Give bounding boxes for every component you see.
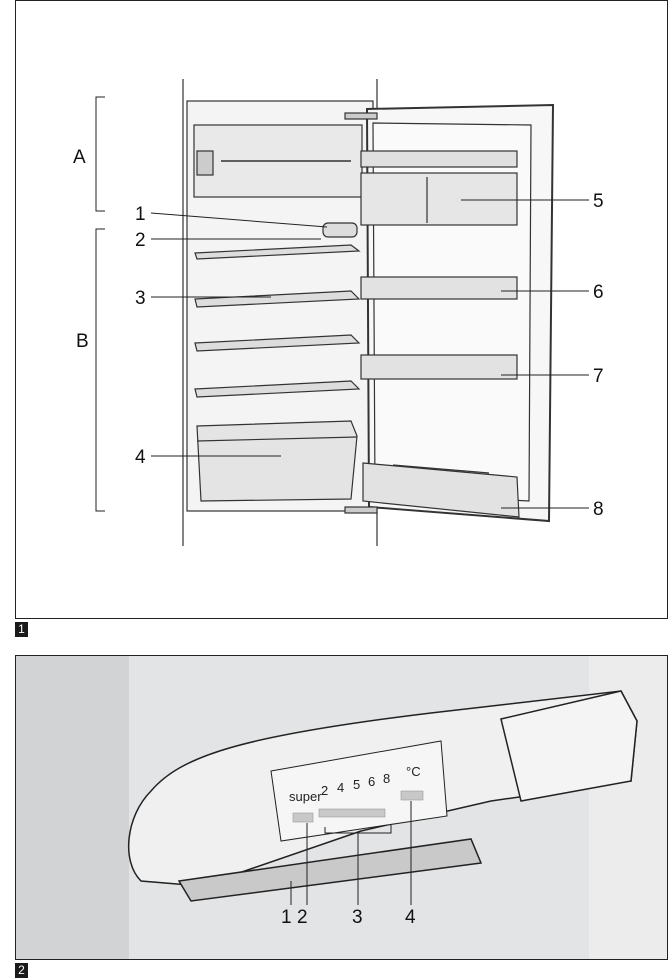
callout-3: 3 (135, 288, 146, 309)
callout-1: 1 (135, 204, 146, 225)
callout-2: 2 (135, 230, 146, 251)
section-label-a: A (73, 147, 86, 168)
figure-1-fridge-interior: A B 1 2 3 4 5 6 7 8 (15, 0, 668, 619)
callout-4: 4 (405, 907, 416, 928)
figure-number-2: 2 (15, 963, 28, 978)
super-label: super (289, 789, 322, 804)
section-label-b: B (76, 331, 89, 352)
temp-label-2: 2 (321, 783, 328, 798)
callout-6: 6 (593, 282, 604, 303)
temp-label-4: 4 (337, 780, 344, 795)
figure-number-1: 1 (15, 622, 28, 637)
callout-7: 7 (593, 366, 604, 387)
temp-label-6: 6 (368, 774, 375, 789)
temp-label-8: 8 (383, 771, 390, 786)
celsius-label: °C (406, 764, 421, 779)
control-panel-illustration: super 2 4 5 6 8 °C 1 2 3 4 (16, 656, 667, 959)
fridge-illustration: A B 1 2 3 4 5 6 7 8 (73, 79, 604, 546)
temp-label-5: 5 (353, 777, 360, 792)
callout-3: 3 (352, 907, 363, 928)
callout-8: 8 (593, 499, 604, 520)
callout-1: 1 (281, 907, 292, 928)
figure-2-control-panel: super 2 4 5 6 8 °C 1 2 3 4 (15, 655, 668, 960)
callout-4: 4 (135, 447, 146, 468)
callout-5: 5 (593, 191, 604, 212)
callout-2: 2 (297, 907, 308, 928)
